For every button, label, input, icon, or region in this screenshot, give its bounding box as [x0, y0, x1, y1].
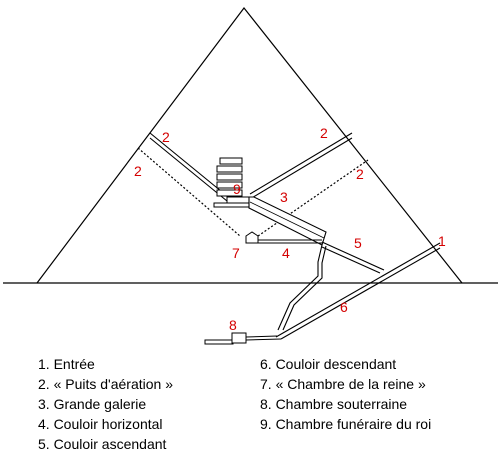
- legend-item-4: 4. Couloir horizontal: [38, 416, 163, 432]
- label-2-lower-left: 2: [134, 163, 142, 179]
- air-shaft-upper-right-b: [249, 137, 353, 200]
- legend-item-8: 8. Chambre souterraine: [260, 396, 408, 412]
- legend-item-2: 2. « Puits d'aération »: [38, 376, 173, 392]
- label-1: 1: [438, 233, 446, 249]
- queen-chamber: [245, 231, 322, 244]
- legend-item-3: 3. Grande galerie: [38, 396, 147, 412]
- grand-gallery: [248, 196, 327, 246]
- descending-corridor: [275, 242, 441, 338]
- legend-item-6: 6. Couloir descendant: [260, 356, 397, 372]
- legend-right-column: 6. Couloir descendant 7. « Chambre de la…: [260, 354, 431, 434]
- pyramid-cross-section: 1 2 2 2 2 3 4 5 6 7 8 9: [3, 7, 498, 345]
- label-4: 4: [282, 245, 290, 261]
- air-shaft-upper-right: [249, 132, 353, 195]
- air-shaft-lower-left: [137, 147, 241, 237]
- legend-item-1: 1. Entrée: [38, 356, 95, 372]
- air-shaft-lower-right: [257, 159, 369, 237]
- label-9: 9: [233, 181, 241, 197]
- legend-left-column: 1. Entrée 2. « Puits d'aération » 3. Gra…: [38, 354, 173, 454]
- ascending-corridor-b: [321, 246, 381, 274]
- legend-item-5: 5. Couloir ascendant: [38, 436, 167, 452]
- well-shaft-b: [282, 245, 327, 331]
- label-7: 7: [232, 245, 240, 261]
- label-6: 6: [340, 299, 348, 315]
- grand-gallery-inner: [249, 201, 325, 239]
- label-2-upper-right: 2: [320, 125, 328, 141]
- label-8: 8: [229, 317, 237, 333]
- descending-corridor-b: [280, 247, 441, 340]
- label-2-lower-right: 2: [356, 166, 364, 182]
- subterranean-chamber: [204, 332, 282, 345]
- air-shaft-upper-left: [149, 132, 228, 197]
- label-3: 3: [280, 189, 288, 205]
- label-2-upper-left: 2: [162, 129, 170, 145]
- well-shaft: [277, 244, 323, 331]
- legend-item-7: 7. « Chambre de la reine »: [260, 376, 426, 392]
- pyramid-outline: [36, 7, 463, 284]
- label-5: 5: [354, 235, 362, 251]
- ascending-corridor: [321, 241, 385, 271]
- legend-item-9: 9. Chambre funéraire du roi: [260, 416, 432, 432]
- king-chamber: [213, 157, 251, 208]
- air-shaft-upper-left-b: [149, 137, 228, 202]
